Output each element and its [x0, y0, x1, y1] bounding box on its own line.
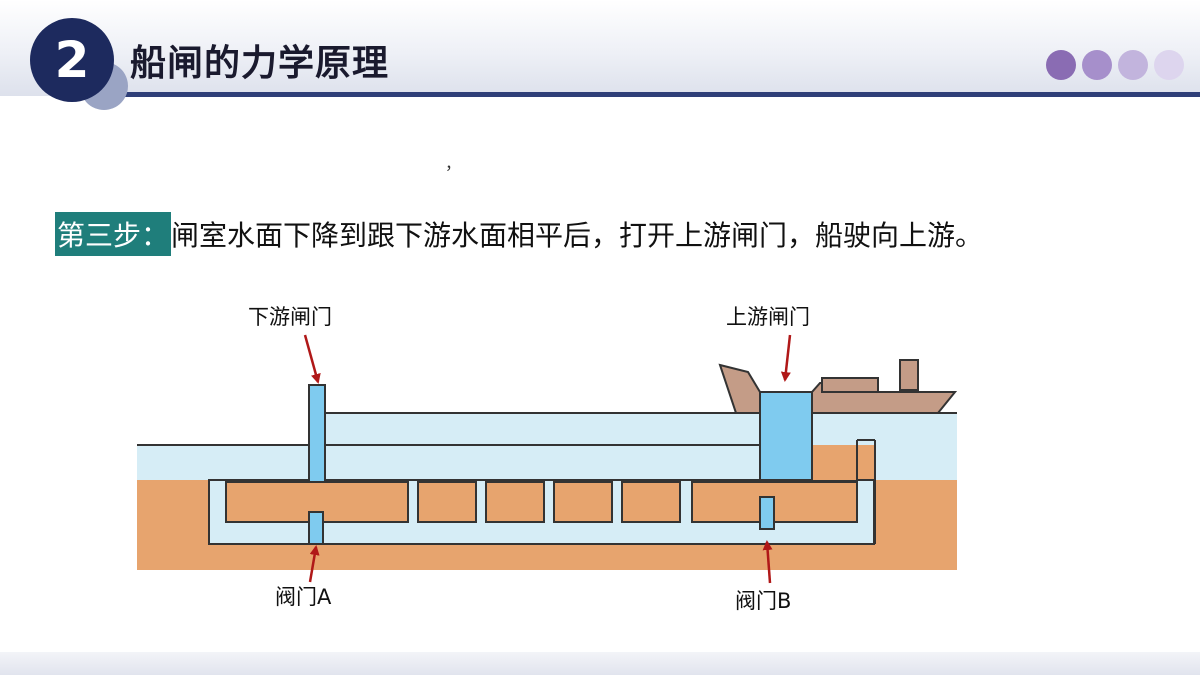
arrow-valve-a: [308, 545, 320, 583]
downstream-water: [137, 445, 309, 480]
stray-mark: ，: [445, 154, 462, 173]
culvert-block: [417, 481, 477, 523]
ship-cabin: [821, 377, 879, 393]
arrow-upstream-gate: [780, 334, 792, 382]
decorative-dots: [1046, 50, 1184, 80]
decorative-dot: [1082, 50, 1112, 80]
lock-chamber-water: [325, 445, 760, 480]
label-valve-a: 阀门A: [275, 585, 332, 609]
arrow-valve-b: [762, 540, 773, 584]
page-title: 船闸的力学原理: [130, 43, 390, 84]
label-upstream-gate: 上游闸门: [726, 305, 810, 329]
step-description: 第三步：闸室水面下降到跟下游水面相平后，打开上游闸门，船驶向上游。: [55, 212, 983, 256]
decorative-dot: [1046, 50, 1076, 80]
upstream-water: [812, 413, 957, 445]
upstream-bank: [812, 445, 857, 480]
arrow-downstream-gate: [303, 334, 321, 384]
lock-chamber-upper: [325, 414, 760, 444]
footer-band: [0, 652, 1200, 675]
decorative-dot: [1154, 50, 1184, 80]
header-underline: [110, 92, 1200, 97]
culvert-block: [485, 481, 545, 523]
valve-a: [308, 511, 324, 545]
culvert-block: [553, 481, 613, 523]
ship-funnel: [899, 359, 919, 391]
step-text: 闸室水面下降到跟下游水面相平后，打开上游闸门，船驶向上游。: [171, 219, 984, 252]
downstream-gate: [308, 384, 326, 483]
step-label: 第三步：: [55, 212, 172, 256]
decorative-dot: [1118, 50, 1148, 80]
section-number-badge: 2: [30, 18, 114, 102]
valve-b: [759, 496, 775, 530]
upstream-gate: [759, 391, 813, 481]
header-band: [0, 0, 1200, 96]
label-valve-b: 阀门B: [735, 589, 791, 613]
label-downstream-gate: 下游闸门: [248, 305, 332, 329]
upstream-water-channel: [875, 440, 957, 480]
culvert-block: [621, 481, 681, 523]
